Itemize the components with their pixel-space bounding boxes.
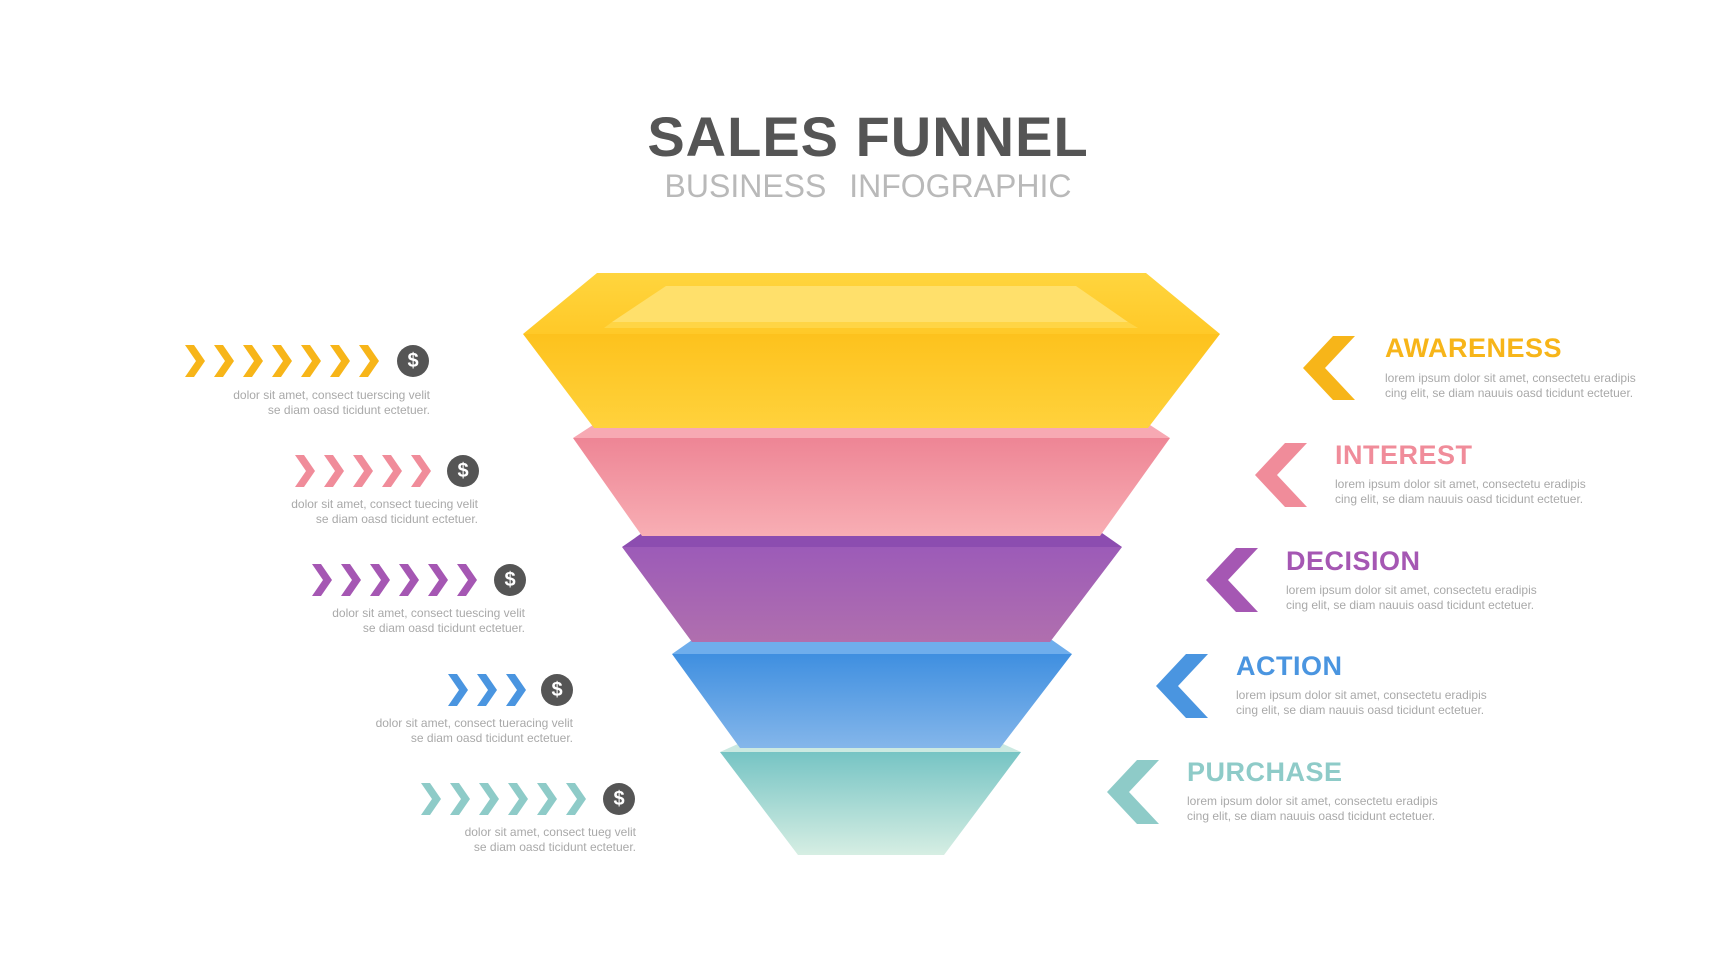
left-description-line: se diam oasd ticidunt ectetuer. [362,621,525,635]
chevron-right-icon [457,564,477,596]
left-description-line: se diam oasd ticidunt ectetuer. [473,840,636,854]
stage-description-line: cing elit, se diam nauuis oasd ticidunt … [1385,386,1634,400]
chevron-right-icon [448,674,468,706]
chevron-right-icon [506,674,526,706]
stage-arrow-shape [1206,548,1258,612]
stage-title-decision: DECISION [1286,546,1421,576]
stage-arrow-shape [1107,760,1159,824]
stage-title-awareness: AWARENESS [1385,333,1563,363]
left-description-awareness: dolor sit amet, consect tuerscing velit … [70,388,430,418]
stage-description-line: cing elit, se diam nauuis oasd ticidunt … [1335,492,1584,506]
stage-description-line: lorem ipsum dolor sit amet, consectetu e… [1187,794,1438,808]
chevron-right-icon [341,564,361,596]
chevron-left-icon [1303,336,1355,400]
stage-title-interest: INTEREST [1335,440,1473,470]
chevron-right-icon [272,345,292,377]
stage-arrow-shape [1255,443,1307,507]
chevron-right-icon [301,345,321,377]
stage-description-action: lorem ipsum dolor sit amet, consectetu e… [1236,688,1506,718]
left-description-interest: dolor sit amet, consect tuecing velit se… [118,497,478,527]
chevron-right-icon [382,455,402,487]
left-description-line: se diam oasd ticidunt ectetuer. [267,403,430,417]
chevron-left-icon [1156,654,1208,718]
chevron-right-icon [330,345,350,377]
stage-arrow-shape [1303,336,1355,400]
funnel-layer-interest [573,425,1170,536]
stage-title-purchase: PURCHASE [1187,757,1343,787]
left-description-action: dolor sit amet, consect tueracing velit … [213,716,573,746]
stage-description-line: lorem ipsum dolor sit amet, consectetu e… [1286,583,1537,597]
stage-description-line: lorem ipsum dolor sit amet, consectetu e… [1236,688,1487,702]
chevron-right-icon [359,345,379,377]
stage-description-awareness: lorem ipsum dolor sit amet, consectetu e… [1385,371,1655,401]
stage-description-interest: lorem ipsum dolor sit amet, consectetu e… [1335,477,1605,507]
chevron-arrows-action [448,672,528,708]
funnel-layer-decision [622,533,1122,642]
left-description-line: dolor sit amet, consect tuerscing velit [233,388,430,402]
chevron-right-icon [243,345,263,377]
funnel-layer-awareness [523,273,1220,428]
stage-description-line: cing elit, se diam nauuis oasd ticidunt … [1286,598,1535,612]
chevron-right-icon [421,783,441,815]
stage-description-line: cing elit, se diam nauuis oasd ticidunt … [1187,809,1436,823]
page-title: SALES FUNNEL [647,105,1089,168]
chevron-right-icon [185,345,205,377]
chevron-right-icon [450,783,470,815]
chevron-right-icon [428,564,448,596]
left-description-line: se diam oasd ticidunt ectetuer. [410,731,573,745]
page-subtitle: BUSINESS INFOGRAPHIC [664,168,1072,204]
chevron-right-icon [214,345,234,377]
chevron-right-icon [370,564,390,596]
stage-title-action: ACTION [1236,651,1343,681]
dollar-icon: $ [603,783,635,815]
funnel-layer-action [672,640,1072,748]
left-description-line: dolor sit amet, consect tueg velit [464,825,636,839]
chevron-right-icon [353,455,373,487]
left-description-line: dolor sit amet, consect tuecing velit [291,497,478,511]
stage-description-decision: lorem ipsum dolor sit amet, consectetu e… [1286,583,1556,613]
chevron-arrows-decision [312,562,479,598]
left-description-purchase: dolor sit amet, consect tueg velit se di… [276,825,636,855]
stage-description-purchase: lorem ipsum dolor sit amet, consectetu e… [1187,794,1457,824]
chevron-arrows-awareness [185,343,381,379]
dollar-icon: $ [447,455,479,487]
chevron-left-icon [1255,443,1307,507]
stage-arrow-shape [1156,654,1208,718]
stage-description-line: lorem ipsum dolor sit amet, consectetu e… [1385,371,1636,385]
left-description-decision: dolor sit amet, consect tuescing velit s… [165,606,525,636]
chevron-right-icon [399,564,419,596]
stage-description-line: cing elit, se diam nauuis oasd ticidunt … [1236,703,1485,717]
chevron-right-icon [324,455,344,487]
chevron-right-icon [566,783,586,815]
chevron-right-icon [477,674,497,706]
left-description-line: dolor sit amet, consect tueracing velit [375,716,573,730]
dollar-icon: $ [494,564,526,596]
chevron-right-icon [411,455,431,487]
funnel-layer-purchase [720,743,1021,855]
chevron-left-icon [1206,548,1258,612]
chevron-right-icon [508,783,528,815]
left-description-line: se diam oasd ticidunt ectetuer. [315,512,478,526]
chevron-left-icon [1107,760,1159,824]
stage-description-line: lorem ipsum dolor sit amet, consectetu e… [1335,477,1586,491]
chevron-arrows-purchase [421,781,588,817]
chevron-arrows-interest [295,453,433,489]
chevron-right-icon [295,455,315,487]
left-description-line: dolor sit amet, consect tuescing velit [332,606,525,620]
chevron-right-icon [312,564,332,596]
chevron-right-icon [479,783,499,815]
dollar-icon: $ [397,345,429,377]
dollar-icon: $ [541,674,573,706]
chevron-right-icon [537,783,557,815]
